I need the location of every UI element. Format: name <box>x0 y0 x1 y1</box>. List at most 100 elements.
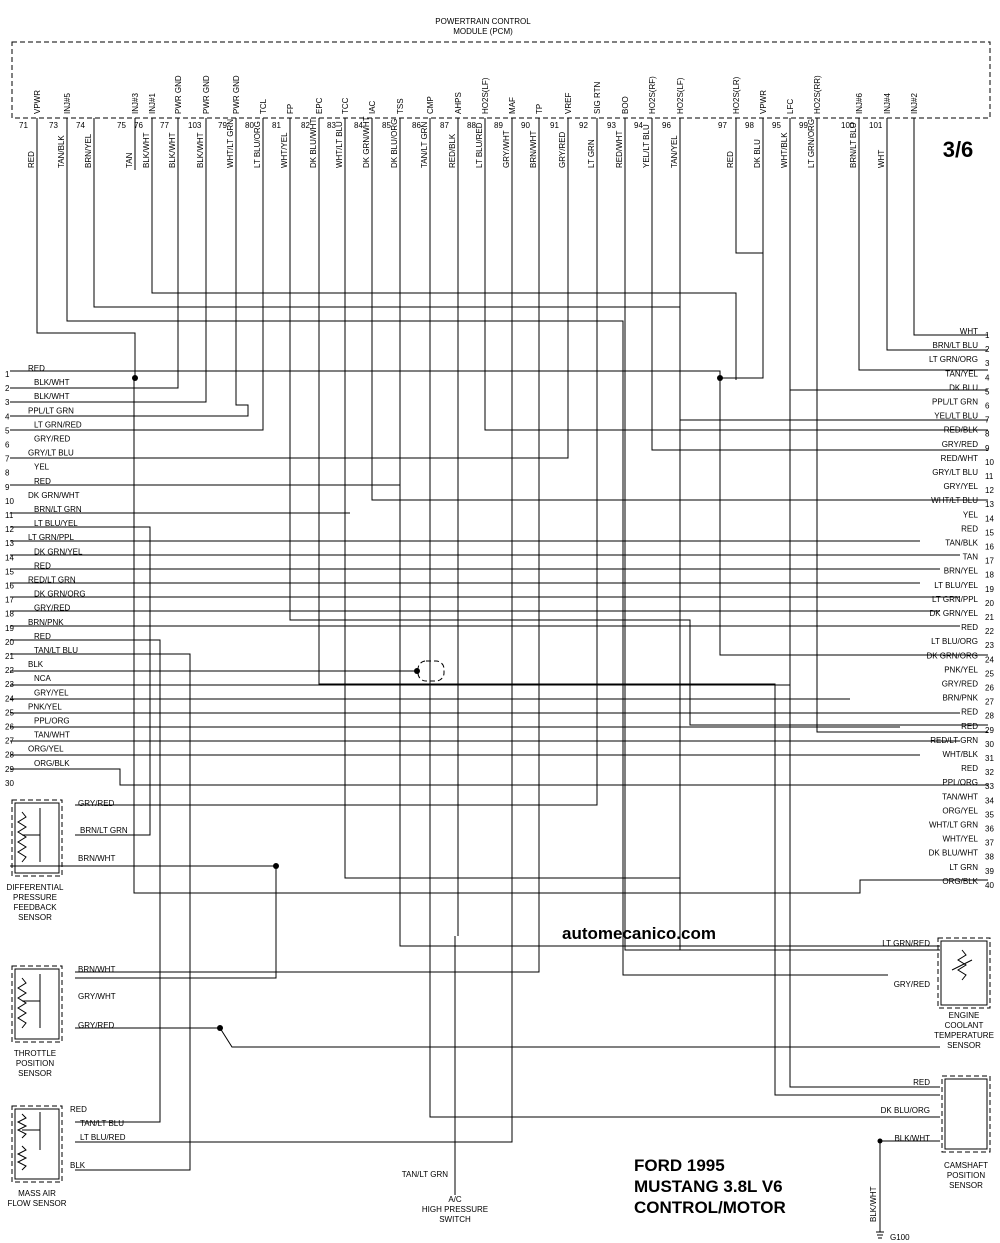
row-number: 7 <box>985 416 990 425</box>
wire-color: YEL <box>963 510 979 519</box>
pin-function: TCL <box>259 98 268 114</box>
wire-color: DK BLU/ORG <box>390 119 399 168</box>
cmp-name-2: POSITION <box>947 1171 985 1180</box>
left-connector-row: 5LT GRN/RED <box>5 420 82 435</box>
wire-color: DK GRN/ORG <box>34 590 86 599</box>
wire-color: BRN/YEL <box>944 567 979 576</box>
left-connector-row: 11 BRN/LT GRN <box>5 505 82 520</box>
dpfe-wire-2: BRN/LT GRN <box>80 826 128 835</box>
wire-color: ORG/BLK <box>942 877 978 886</box>
row-number: 8 <box>5 469 10 478</box>
wire-color: GRY/RED <box>34 604 71 613</box>
pin-function: INJ#2 <box>910 93 919 114</box>
row-number: 40 <box>985 881 994 890</box>
wire-color: TAN/LT GRN <box>420 122 429 168</box>
ect-name-1: ENGINE <box>949 1011 980 1020</box>
row-number: 29 <box>5 765 14 774</box>
wire-color: NCA <box>34 674 52 683</box>
footer-line-3: CONTROL/MOTOR <box>634 1198 786 1217</box>
row-number: 12 <box>985 486 994 495</box>
row-number: 28 <box>985 712 994 721</box>
wire-color: BRN/LT BLU <box>933 341 979 350</box>
splice-dot <box>273 863 279 869</box>
wire-color: RED/WHT <box>615 131 624 168</box>
maf-wire-1: RED <box>70 1105 87 1114</box>
row-number: 20 <box>5 638 14 647</box>
row-number: 11 <box>5 511 14 520</box>
wire-color: WHT/LT GRN <box>226 119 235 168</box>
wire-color: TAN/WHT <box>34 731 70 740</box>
pin-function: AHPS <box>454 92 463 114</box>
row-number: 17 <box>985 557 994 566</box>
wire-color: BRN/LT BLU <box>849 122 858 168</box>
footer-line-2: MUSTANG 3.8L V6 <box>634 1177 783 1196</box>
wire-color: RED <box>726 151 735 168</box>
row-number: 23 <box>985 641 994 650</box>
row-number: 10 <box>5 497 14 506</box>
ect-wire-2: GRY/RED <box>894 980 931 989</box>
row-number: 23 <box>5 680 14 689</box>
row-number: 26 <box>985 684 994 693</box>
pin-number: 97 <box>718 121 727 130</box>
ground-label: G100 <box>890 1233 910 1242</box>
wire-color: DK GRN/YEL <box>34 547 83 556</box>
wire-color: TAN <box>125 152 134 168</box>
wire-color: TAN/YEL <box>670 135 679 168</box>
maf-name-1: MASS AIR <box>18 1189 56 1198</box>
pin-function: VPWR <box>33 90 42 114</box>
row-number: 12 <box>5 525 14 534</box>
row-number: 20 <box>985 599 994 608</box>
row-number: 4 <box>5 412 10 421</box>
row-number: 8 <box>985 430 990 439</box>
wire-color: YEL <box>34 463 50 472</box>
wire-color: BRN/LT GRN <box>34 505 82 514</box>
pin-function: SIG RTN <box>593 81 602 114</box>
ect-sensor: LT GRN/RED GRY/RED ENGINE COOLANT TEMPER… <box>882 937 994 1050</box>
wire-color: WHT/YEL <box>942 835 978 844</box>
row-number: 1 <box>5 370 10 379</box>
wire-color: BLK/WHT <box>142 132 151 168</box>
pin-function: IAC <box>368 100 377 114</box>
pin-number: 74 <box>76 121 85 130</box>
tps-name-3: SENSOR <box>18 1069 52 1078</box>
watermark: automecanico.com <box>562 924 716 943</box>
wire-color: RED <box>961 623 978 632</box>
wire-color: RED <box>961 722 978 731</box>
wire-color: BRN/PNK <box>28 618 64 627</box>
wire-color: GRY/RED <box>942 680 979 689</box>
pin-number: 82 <box>301 121 310 130</box>
row-number: 27 <box>5 737 14 746</box>
wire-color: RED/BLK <box>448 133 457 168</box>
pin-number: 94 <box>634 121 643 130</box>
maf-name-2: FLOW SENSOR <box>7 1199 66 1208</box>
row-number: 39 <box>985 867 994 876</box>
ground-wire-label: BLK/WHT <box>869 1186 878 1222</box>
row-number: 15 <box>985 528 994 537</box>
wire-color: BLK/WHT <box>34 392 70 401</box>
pin-number: 80 <box>245 121 254 130</box>
pin-function: INJ#3 <box>131 93 140 114</box>
dpfe-name-4: SENSOR <box>18 913 52 922</box>
pin-number: 96 <box>662 121 671 130</box>
